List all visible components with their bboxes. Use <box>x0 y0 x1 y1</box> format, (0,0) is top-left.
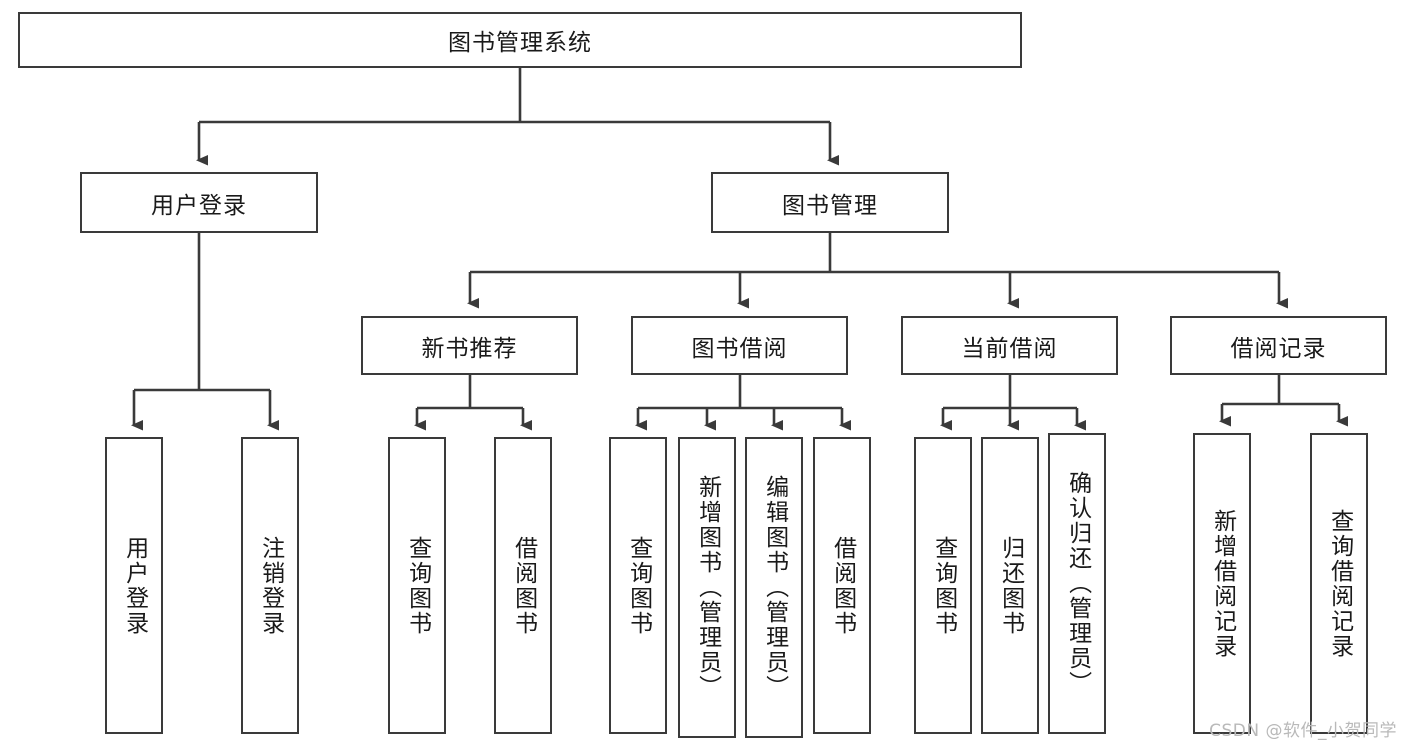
watermark-text: CSDN @软件_小贺同学 <box>1209 721 1397 741</box>
node-label: 图书管理 <box>782 192 878 219</box>
node-label: 借阅图书 <box>510 535 537 636</box>
node-label: 注销登录 <box>257 535 284 636</box>
node-label: 编辑图书（管理员） <box>761 475 788 700</box>
node-borrow-record[interactable]: 借阅记录 <box>1170 316 1387 375</box>
node-user-login[interactable]: 用户登录 <box>80 172 318 233</box>
node-current-borrow[interactable]: 当前借阅 <box>901 316 1118 375</box>
node-label: 归还图书 <box>997 535 1024 636</box>
node-label: 图书管理系统 <box>448 30 592 56</box>
node-leaf-borrow-book-1[interactable]: 借阅图书 <box>494 437 552 734</box>
node-leaf-confirm-return-admin[interactable]: 确认归还（管理员） <box>1048 433 1106 734</box>
node-label: 查询图书 <box>930 535 957 636</box>
node-book-borrow[interactable]: 图书借阅 <box>631 316 848 375</box>
node-label: 确认归还（管理员） <box>1064 471 1091 696</box>
node-leaf-logout-login[interactable]: 注销登录 <box>241 437 299 734</box>
node-label: 用户登录 <box>151 192 247 219</box>
node-label: 新增图书（管理员） <box>694 475 721 700</box>
node-leaf-borrow-book-2[interactable]: 借阅图书 <box>813 437 871 734</box>
node-label: 借阅图书 <box>829 535 856 636</box>
node-leaf-query-book-1[interactable]: 查询图书 <box>388 437 446 734</box>
node-label: 查询图书 <box>625 535 652 636</box>
node-leaf-return-book[interactable]: 归还图书 <box>981 437 1039 734</box>
node-label: 查询借阅记录 <box>1326 508 1353 659</box>
node-leaf-user-login[interactable]: 用户登录 <box>105 437 163 734</box>
node-leaf-add-borrow-record[interactable]: 新增借阅记录 <box>1193 433 1251 734</box>
node-leaf-query-book-2[interactable]: 查询图书 <box>609 437 667 734</box>
node-label: 借阅记录 <box>1230 335 1327 362</box>
node-leaf-edit-book-admin[interactable]: 编辑图书（管理员） <box>745 437 803 738</box>
node-label: 当前借阅 <box>961 335 1058 362</box>
node-label: 用户登录 <box>121 535 148 636</box>
node-new-book-recommend[interactable]: 新书推荐 <box>361 316 578 375</box>
node-label: 新书推荐 <box>421 335 518 362</box>
node-label: 图书借阅 <box>691 335 788 362</box>
node-book-management[interactable]: 图书管理 <box>711 172 949 233</box>
node-leaf-query-book-3[interactable]: 查询图书 <box>914 437 972 734</box>
node-book-management-system[interactable]: 图书管理系统 <box>18 12 1022 68</box>
node-leaf-add-book-admin[interactable]: 新增图书（管理员） <box>678 437 736 738</box>
node-leaf-query-borrow-record[interactable]: 查询借阅记录 <box>1310 433 1368 734</box>
node-label: 查询图书 <box>404 535 431 636</box>
node-label: 新增借阅记录 <box>1209 508 1236 659</box>
